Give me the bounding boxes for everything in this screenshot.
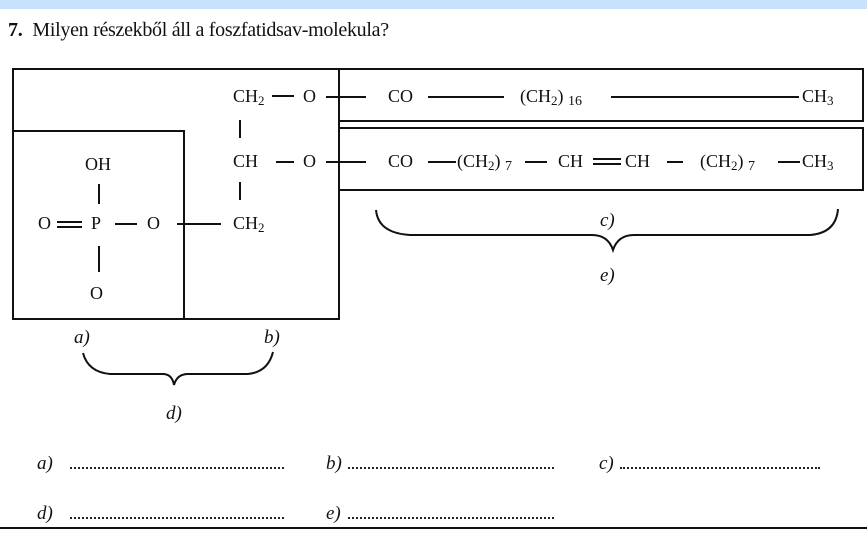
phosphate-oh: OH <box>85 154 111 174</box>
top-accent-bar <box>0 0 867 9</box>
phosphate-o-bridge: O <box>147 213 160 233</box>
glycerol-ch: CH <box>233 151 259 171</box>
bottom-rule <box>0 527 867 529</box>
question-number: 7. <box>8 19 23 41</box>
glycerol-o1: O <box>303 86 316 106</box>
answer-b-label: b) <box>326 453 342 474</box>
answer-c-field[interactable] <box>620 467 820 469</box>
question-text: Milyen részekből áll a foszfatidsav-mole… <box>32 19 389 41</box>
fatty-acid-1-box <box>338 68 864 122</box>
label-d: d) <box>166 403 182 424</box>
bond-o-ch2 <box>177 223 221 225</box>
fa2-bond-2 <box>525 161 547 163</box>
fa1-co: CO <box>388 86 414 106</box>
brace-c-e <box>375 208 839 254</box>
answer-e-field[interactable] <box>348 517 554 519</box>
label-a: a) <box>74 327 90 348</box>
answer-a-label: a) <box>37 453 53 474</box>
fa2-chain2: (CH2) 7 <box>700 151 755 174</box>
bond-p-o-bottom <box>98 246 100 272</box>
brace-d <box>82 351 274 386</box>
answer-d-label: d) <box>37 503 53 524</box>
fa1-bond-1 <box>428 96 504 98</box>
phosphate-o-double: O <box>38 213 51 233</box>
glycerol-o2: O <box>303 151 316 171</box>
fatty-acid-2-box <box>338 127 864 191</box>
bond-o2-co <box>326 161 366 163</box>
answer-a-field[interactable] <box>70 467 284 469</box>
fa2-ch-a: CH <box>558 151 584 171</box>
fa1-bond-2 <box>611 96 799 98</box>
bond-ch2-ch <box>239 120 241 138</box>
label-b: b) <box>264 327 280 348</box>
answer-e-label: e) <box>326 503 341 524</box>
answer-c-label: c) <box>599 453 614 474</box>
bond-p-o-double <box>57 221 82 228</box>
label-e: e) <box>600 265 615 286</box>
fa1-ch3: CH3 <box>802 86 834 108</box>
glycerol-ch2-bottom: CH2 <box>233 213 265 235</box>
phosphate-p: P <box>91 213 102 233</box>
fa2-ch-b: CH <box>625 151 651 171</box>
bond-ch2-o1 <box>272 95 294 97</box>
question-title: 7. Milyen részekből áll a foszfatidsav-mo… <box>8 19 389 42</box>
bond-ch-ch2 <box>239 182 241 200</box>
bond-ch-o2 <box>276 161 294 163</box>
bond-p-oh <box>98 184 100 204</box>
fa2-double-bond <box>593 158 621 165</box>
answer-d-field[interactable] <box>70 517 284 519</box>
fa2-bond-3 <box>667 161 683 163</box>
bond-p-o <box>115 223 137 225</box>
glycerol-ch2-top: CH2 <box>233 86 265 108</box>
fa2-bond-1 <box>428 161 456 163</box>
fa1-chain: (CH2) 16 <box>520 86 582 109</box>
fa2-co: CO <box>388 151 414 171</box>
bond-o1-co <box>326 96 366 98</box>
answer-b-field[interactable] <box>348 467 554 469</box>
fa2-chain1: (CH2) 7 <box>457 151 512 174</box>
phosphate-box <box>12 130 185 320</box>
fa2-ch3: CH3 <box>802 151 834 173</box>
label-c: c) <box>600 210 615 231</box>
fa2-bond-4 <box>778 161 800 163</box>
phosphate-o-bottom: O <box>90 283 103 303</box>
